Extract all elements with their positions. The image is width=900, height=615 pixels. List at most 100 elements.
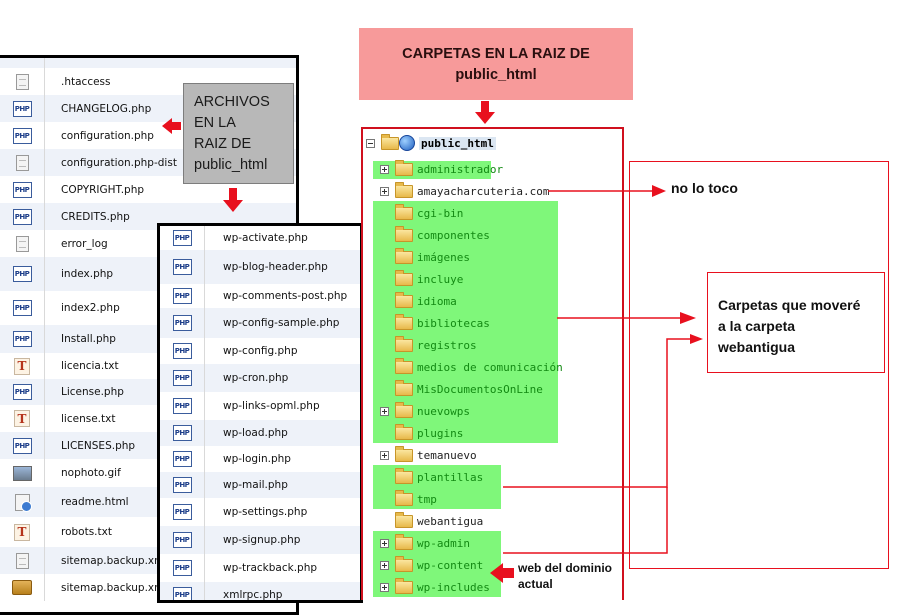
file-icon-cell — [0, 68, 45, 95]
tree-folder-label: amayacharcuteria.com — [417, 184, 550, 198]
expand-icon[interactable] — [380, 560, 389, 570]
file-name: LICENSES.php — [61, 439, 136, 452]
expand-icon[interactable] — [380, 164, 389, 174]
file-icon-cell — [0, 487, 45, 517]
carpetas-callout-line1: CARPETAS EN LA RAIZ DE — [402, 46, 590, 62]
tree-folder[interactable]: cgi-bin — [380, 203, 463, 221]
file-icon-cell: PHP — [160, 364, 205, 392]
expand-icon[interactable] — [380, 406, 389, 416]
tree-folder-label: bibliotecas — [417, 316, 490, 330]
file-name: wp-activate.php — [223, 232, 308, 244]
tree-root[interactable]: public_html — [366, 133, 496, 151]
expand-icon[interactable] — [380, 186, 389, 196]
folder-icon — [395, 291, 413, 308]
tree-folder[interactable]: plugins — [380, 423, 463, 441]
web-dominio-line2: actual — [518, 577, 553, 591]
tree-folder[interactable]: imágenes — [380, 247, 470, 265]
file-row[interactable]: sitemap.backup.xml — [0, 574, 296, 601]
tree-folder[interactable]: wp-includes — [380, 577, 490, 595]
folder-icon — [395, 467, 413, 484]
file-row[interactable]: .htaccess — [0, 68, 296, 95]
file-row[interactable]: nophoto.gif — [0, 459, 296, 487]
file-icon-cell: PHP — [0, 325, 45, 353]
tree-folder[interactable]: wp-admin — [380, 533, 470, 551]
folder-icon — [395, 489, 413, 506]
tree-folder[interactable]: webantigua — [380, 511, 483, 529]
file-icon-cell: T — [0, 405, 45, 432]
document-icon — [15, 154, 29, 171]
file-icon-cell: PHP — [160, 420, 205, 446]
tree-folder[interactable]: idioma — [380, 291, 457, 309]
tree-folder[interactable]: medios de comunicación — [380, 357, 563, 375]
file-name: License.php — [61, 386, 124, 398]
collapse-icon[interactable] — [366, 138, 375, 148]
file-row[interactable]: error_log — [0, 230, 296, 257]
tree-folder[interactable]: MisDocumentosOnLine — [380, 379, 543, 397]
text-icon: T — [14, 410, 30, 427]
php-icon: PHP — [12, 127, 32, 144]
tree-folder[interactable]: wp-content — [380, 555, 483, 573]
file-name: nophoto.gif — [61, 467, 121, 479]
archivos-callout-line1: ARCHIVOS — [194, 94, 270, 110]
file-name: wp-mail.php — [223, 479, 288, 491]
tree-folder[interactable]: bibliotecas — [380, 313, 490, 331]
expand-icon[interactable] — [380, 538, 389, 548]
tree-folder[interactable]: componentes — [380, 225, 490, 243]
php-icon: PHP — [12, 266, 32, 282]
file-icon-cell: PHP — [160, 446, 205, 472]
archivos-callout: ARCHIVOS EN LA RAIZ DE public_html — [183, 83, 294, 184]
tree-folder[interactable]: registros — [380, 335, 477, 353]
tree-folder[interactable]: plantillas — [380, 467, 484, 485]
folder-tree: public_html administrador amayacharcuteria… — [361, 127, 624, 600]
tree-folder-label: MisDocumentosOnLine — [417, 382, 543, 396]
tree-folder[interactable]: amayacharcuteria.com — [380, 181, 550, 199]
file-name: COPYRIGHT.php — [61, 183, 145, 196]
web-dominio-line1: web del dominio — [518, 561, 613, 575]
file-icon-cell: PHP — [160, 498, 205, 526]
file-name: CREDITS.php — [61, 210, 130, 223]
tree-folder[interactable]: administrador — [380, 159, 503, 177]
folder-icon — [395, 357, 413, 374]
tree-folder[interactable]: incluye — [380, 269, 463, 287]
folder-icon — [395, 401, 413, 418]
expand-icon[interactable] — [380, 450, 389, 460]
file-icon-cell: PHP — [0, 291, 45, 325]
file-name: configuration.php-dist — [61, 156, 177, 169]
php-icon: PHP — [172, 370, 192, 386]
tree-folder-label: plantillas — [417, 470, 484, 484]
folder-icon — [395, 577, 413, 594]
carpetas-movere-line1: Carpetas que moveré — [718, 297, 861, 313]
file-icon-cell: PHP — [0, 203, 45, 230]
file-icon-cell: PHP — [160, 526, 205, 554]
file-name: license.txt — [61, 412, 116, 425]
file-name: index.php — [61, 268, 114, 280]
file-name: readme.html — [61, 496, 129, 508]
tree-folder[interactable]: tmp — [380, 489, 437, 507]
file-row[interactable] — [0, 58, 296, 68]
php-icon: PHP — [172, 451, 192, 467]
expand-icon[interactable] — [380, 582, 389, 592]
tree-folder[interactable]: temanuevo — [380, 445, 477, 463]
tree-folder[interactable]: nuevowps — [380, 401, 470, 419]
file-icon-cell: PHP — [160, 308, 205, 338]
